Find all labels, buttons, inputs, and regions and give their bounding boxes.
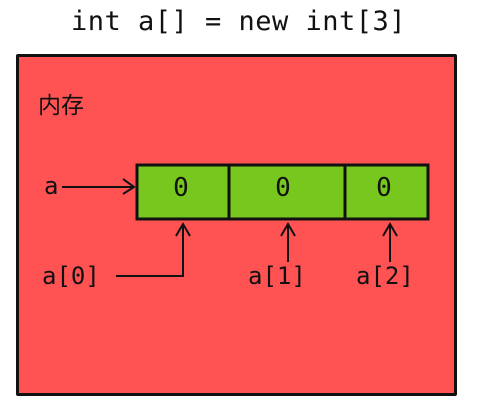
memory-label: 内存 bbox=[38, 93, 84, 119]
memory-region bbox=[16, 54, 457, 396]
index-0-arrow-line bbox=[116, 226, 184, 277]
index-2-arrowhead bbox=[382, 222, 398, 237]
index-2-label: a[2] bbox=[356, 262, 414, 290]
code-title: int a[] = new int[3] bbox=[70, 6, 407, 37]
index-1-arrowhead bbox=[280, 222, 296, 237]
array-cell-2-value: 0 bbox=[376, 173, 392, 203]
index-0-arrowhead bbox=[175, 222, 191, 237]
array-cell-2-box bbox=[343, 163, 430, 221]
index-0-label: a[0] bbox=[42, 262, 100, 290]
pointer-label: a bbox=[44, 172, 59, 200]
index-1-label: a[1] bbox=[248, 262, 306, 290]
array-cell-0-value: 0 bbox=[173, 173, 189, 203]
pointer-arrowhead bbox=[122, 178, 136, 195]
array-cell-1-value: 0 bbox=[275, 173, 291, 203]
